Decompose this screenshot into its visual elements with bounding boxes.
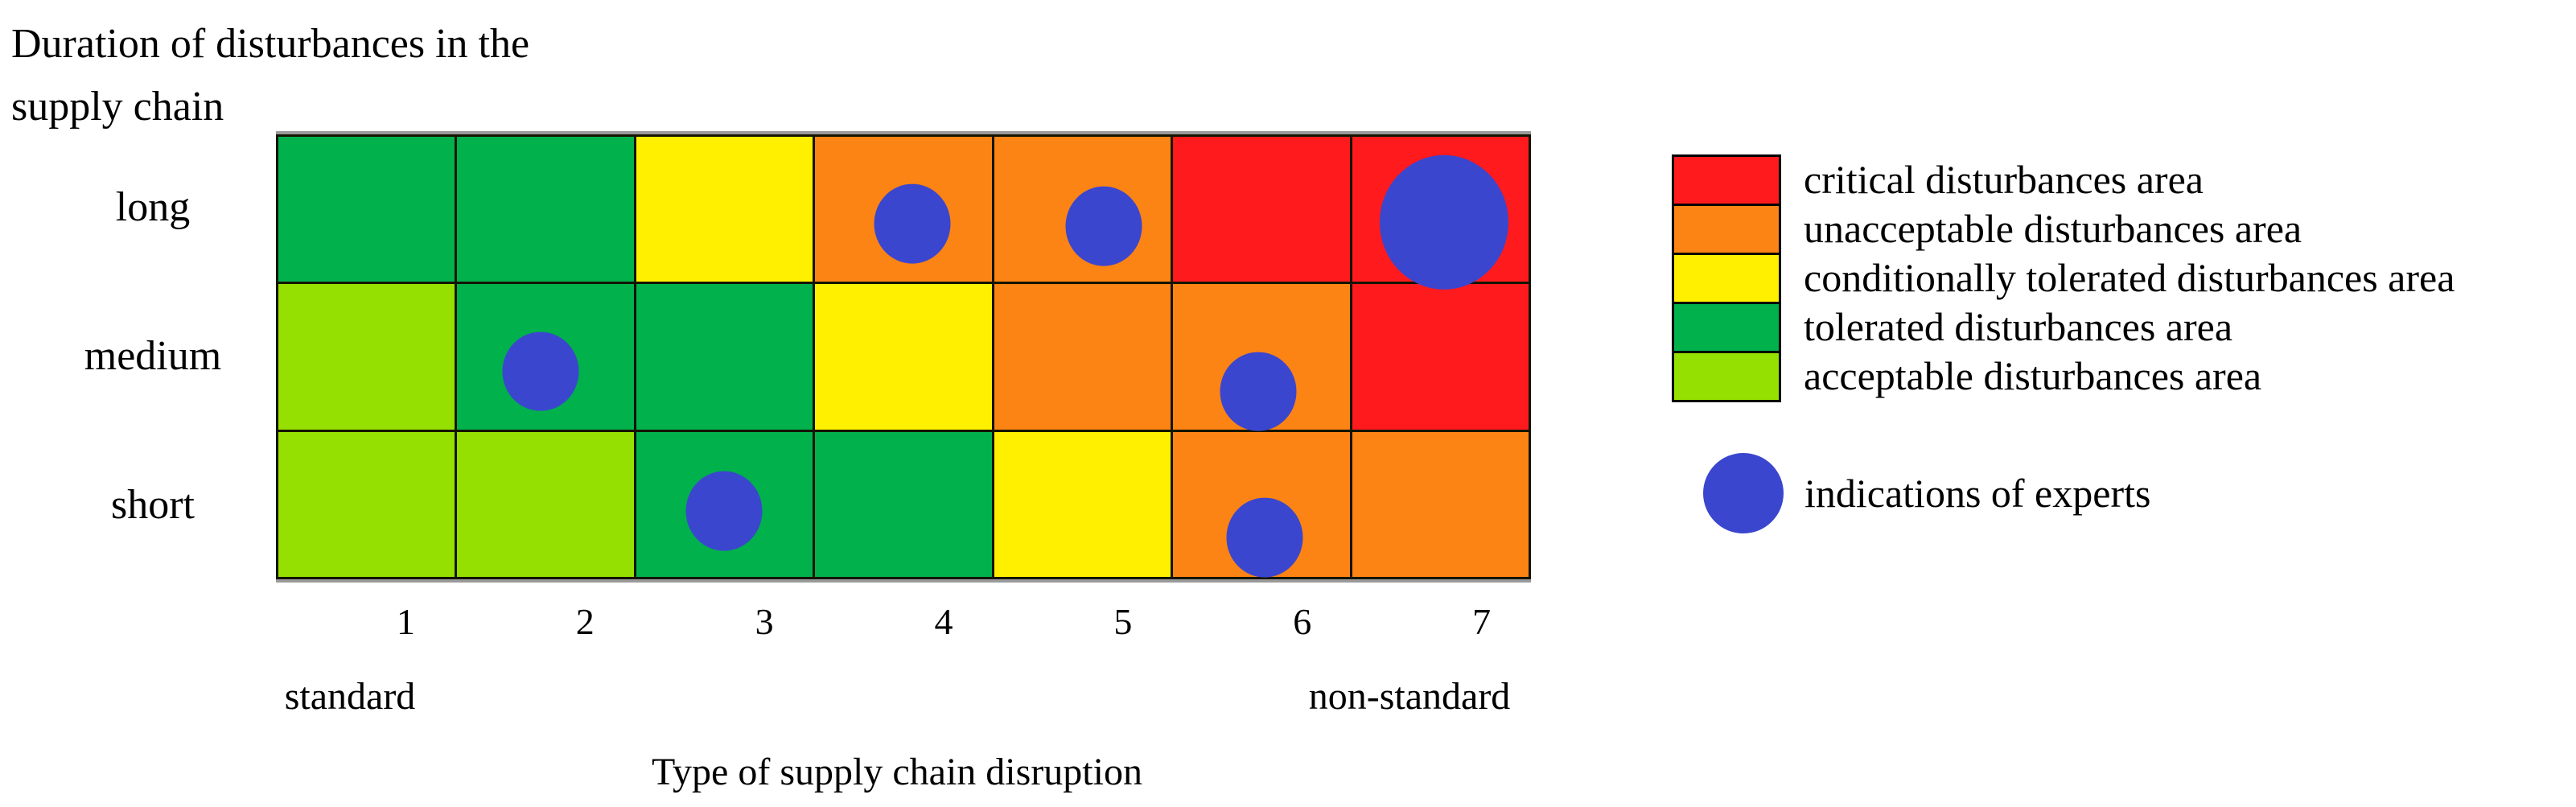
legend-swatch-unacceptable [1674,206,1779,255]
legend-swatch-conditional [1674,255,1779,304]
cell-medium-6 [1173,284,1350,430]
cell-long-1 [278,137,455,282]
cell-long-7 [1352,137,1529,282]
legend-label-critical: critical disturbances area [1804,156,2204,202]
y-category-medium: medium [84,333,222,379]
cell-medium-4 [815,284,992,430]
expert-legend-label: indications of experts [1804,471,2151,516]
cell-medium-2 [457,284,634,430]
legend-swatch-critical [1674,157,1779,206]
cell-medium-5 [994,284,1171,430]
y-category-short: short [111,482,195,528]
x-tick-7: 7 [1472,601,1492,642]
cell-long-2 [457,137,634,282]
x-tick-2: 2 [575,601,595,642]
legend-label-unacceptable: unacceptable disturbances area [1804,205,2302,251]
cell-long-4 [815,137,992,282]
x-axis-title: Type of supply chain disruption [652,751,1142,793]
cell-short-6 [1173,431,1350,577]
cell-medium-1 [278,284,455,430]
x-tick-3: 3 [755,601,774,642]
legend-swatch-acceptable [1674,353,1779,400]
matrix-grid [276,134,1531,579]
cell-medium-7 [1352,284,1529,430]
cell-short-2 [457,431,634,577]
cell-short-3 [636,431,813,577]
x-tick-1: 1 [396,601,415,642]
chart-title: Duration of disturbances in the supply c… [11,21,530,130]
cell-long-3 [636,137,813,282]
cell-medium-3 [636,284,813,430]
cell-short-7 [1352,431,1529,577]
cell-long-5 [994,137,1171,282]
legend-swatch-column [1672,154,1781,402]
legend-swatch-tolerated [1674,304,1779,353]
x-tick-4: 4 [934,601,953,642]
cell-short-4 [815,431,992,577]
legend-label-tolerated: tolerated disturbances area [1804,303,2233,349]
x-axis-right-label: non-standard [1308,675,1511,718]
x-tick-6: 6 [1293,601,1312,642]
cell-long-6 [1173,137,1350,282]
expert-dot-icon [1703,453,1784,533]
legend-label-acceptable: acceptable disturbances area [1804,352,2262,398]
x-axis-left-label: standard [284,675,416,718]
legend-label-conditional: conditionally tolerated disturbances are… [1804,254,2455,300]
cell-short-1 [278,431,455,577]
x-tick-5: 5 [1113,601,1133,642]
cell-short-5 [994,431,1171,577]
y-category-long: long [115,184,191,230]
